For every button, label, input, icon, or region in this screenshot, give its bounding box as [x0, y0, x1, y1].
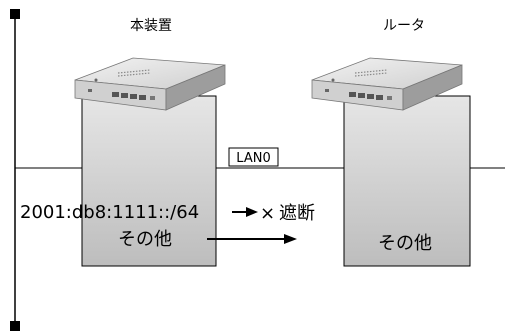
device1: 本装置: [74, 18, 226, 267]
lan0-label: LAN0: [228, 147, 279, 167]
device1-icon: [74, 57, 226, 111]
device2: ルータ: [311, 18, 471, 267]
blocked-arrow: [232, 207, 258, 217]
device2-name: ルータ: [383, 18, 425, 34]
block-mark: ×: [260, 203, 275, 224]
lan0-text: LAN0: [236, 151, 270, 166]
other-arrow: [207, 234, 297, 244]
blocked-label: 遮断: [279, 203, 315, 224]
other-label-left: その他: [118, 229, 172, 250]
left-segment: [10, 9, 20, 331]
device2-icon: [311, 57, 463, 111]
device2-column: [343, 95, 471, 267]
device1-name: 本装置: [130, 18, 172, 34]
prefix-label: 2001:db8:1111::/64: [20, 202, 199, 223]
device1-column: [81, 95, 217, 267]
other-label-right: その他: [378, 233, 432, 254]
